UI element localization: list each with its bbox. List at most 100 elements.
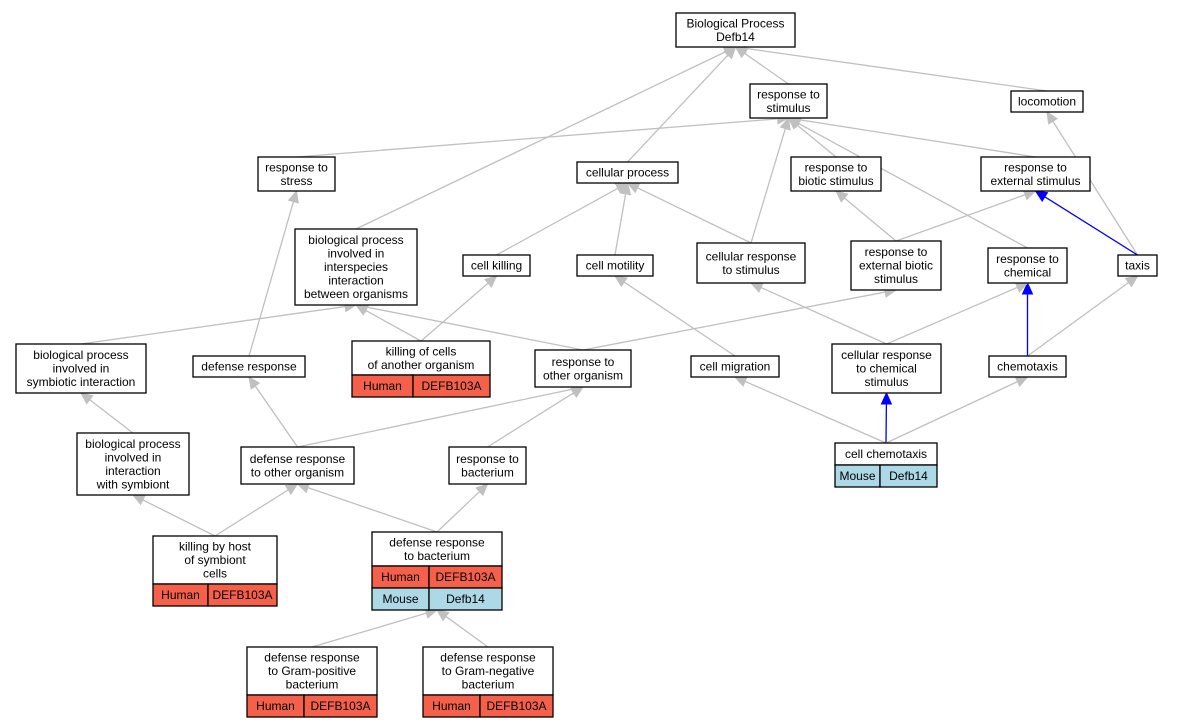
edge-kcao-to-ck [420, 275, 498, 342]
gene-label: DEFB103A [435, 570, 495, 584]
term-label-line: stimulus [766, 101, 810, 115]
arrowhead-icon [1046, 110, 1059, 125]
term-label-line: Defb14 [716, 30, 755, 44]
arrowhead-icon [619, 181, 632, 196]
species-label: Human [363, 379, 402, 393]
edge-chem-to-taxis [1027, 275, 1139, 357]
term-box [850, 240, 942, 291]
gene-cell [428, 587, 503, 611]
edge-line [844, 197, 897, 242]
term-box [1010, 90, 1084, 113]
edge-cmig-to-cm [613, 275, 736, 357]
edge-line [487, 392, 575, 448]
edge-line [248, 201, 295, 357]
edge-rtoo-to-rtebs [582, 286, 898, 351]
term-box [988, 355, 1067, 378]
term-label-line: to bacterium [404, 549, 470, 563]
edge-taxis-to-loc [1046, 110, 1139, 256]
arrowhead-icon [484, 275, 498, 288]
edge-drtgn-to-drtb [436, 609, 489, 648]
term-node-dr[interactable]: defense response [192, 355, 306, 378]
edge-line [297, 388, 573, 448]
term-node-cm[interactable]: cell motility [576, 254, 654, 277]
edge-line [886, 286, 1018, 345]
edge-drtb-to-rtb [436, 483, 489, 533]
species-label: Human [256, 699, 295, 713]
term-label-line: cell motility [586, 259, 645, 273]
edge-line [744, 380, 887, 444]
edge-line [1027, 281, 1129, 357]
term-box [294, 228, 418, 306]
edge-cm-to-cp [614, 181, 632, 256]
edge-line [750, 128, 786, 244]
term-node-cmig[interactable]: cell migration [690, 355, 780, 378]
term-label-line: involved in [105, 450, 162, 464]
edge-bpsi-to-bpis [80, 300, 358, 345]
term-label-line: to chemical [856, 362, 917, 376]
term-box [696, 242, 806, 284]
arrowhead-icon [570, 386, 585, 399]
edge-ck-to-cp [496, 182, 629, 256]
arrowhead-icon [880, 391, 893, 405]
term-label-line: between organisms [304, 287, 408, 301]
edge-line [80, 305, 346, 345]
edge-line [895, 194, 1026, 242]
term-node-loc[interactable]: locomotion [1010, 90, 1084, 113]
gene-label: Defb14 [446, 592, 485, 606]
term-box [246, 646, 378, 696]
edge-line [366, 306, 584, 351]
edge-line [307, 486, 438, 533]
term-label-line: response to [996, 252, 1059, 266]
term-node-ck[interactable]: cell killing [462, 254, 531, 277]
arrowhead-icon [80, 392, 94, 405]
edge-crtcs-to-rtc [886, 282, 1029, 345]
edge-line [254, 385, 299, 448]
term-label-line: external stimulus [990, 174, 1080, 188]
term-label-line: biotic stimulus [798, 174, 873, 188]
edge-line [637, 187, 752, 244]
term-node-chem[interactable]: chemotaxis [988, 355, 1067, 378]
term-box [1117, 254, 1158, 277]
edges-layer [80, 42, 1139, 648]
edge-rtes-to-rts [787, 114, 1036, 158]
term-box [576, 161, 679, 184]
edge-line [296, 118, 778, 158]
term-label-line: biological process [85, 437, 180, 451]
term-box [448, 446, 527, 485]
term-label-line: interaction [105, 464, 160, 478]
edge-line [627, 54, 729, 163]
term-box [240, 446, 355, 485]
term-label-line: cell killing [471, 259, 522, 273]
edge-taxis-to-rtes [1034, 190, 1138, 256]
term-box [152, 535, 278, 585]
term-node-taxis[interactable]: taxis [1117, 254, 1158, 277]
term-label-line: other organism [543, 368, 623, 382]
term-label-line: defense response [440, 651, 536, 665]
edge-line [744, 52, 789, 85]
term-box [534, 349, 632, 388]
term-node-cp[interactable]: cellular process [576, 161, 679, 184]
term-box [690, 355, 780, 378]
